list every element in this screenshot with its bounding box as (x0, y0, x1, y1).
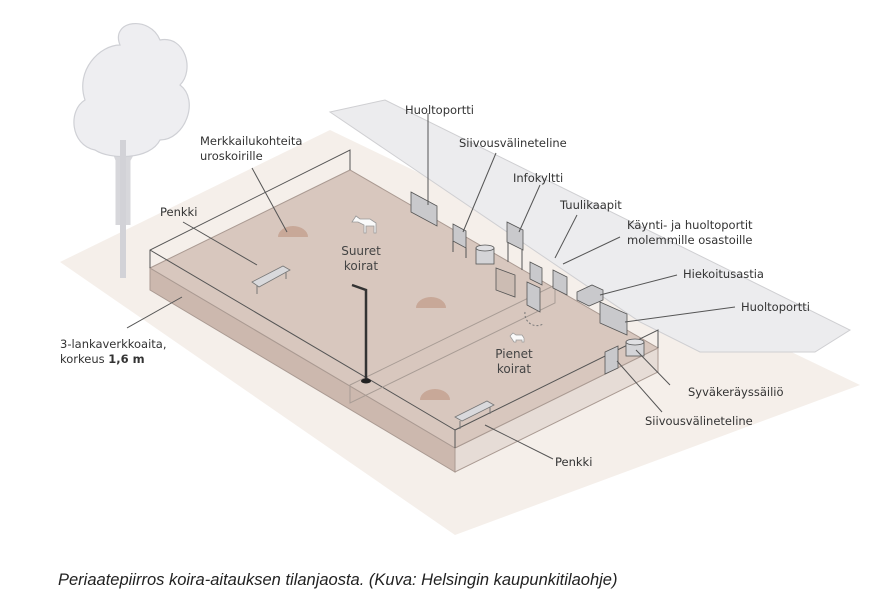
marking-post (416, 297, 446, 308)
label-cleaning-rack-top: Siivousvälineteline (459, 136, 567, 150)
label-cleaning-rack-bottom: Siivousvälineteline (645, 414, 753, 428)
deep-collection-container (625, 338, 645, 357)
zone-large-dogs-2: koirat (344, 259, 378, 273)
large-dog-icon (351, 215, 377, 234)
small-dog-icon (509, 332, 525, 343)
sand-bin (576, 284, 604, 307)
label-marking-1: Merkkailukohteita (200, 134, 302, 148)
label-entry-gates-2: molemmille osastoille (627, 233, 753, 247)
zone-small-dogs-2: koirat (497, 362, 531, 376)
label-bench-top: Penkki (160, 205, 197, 219)
zone-large-dogs-1: Suuret (341, 244, 381, 258)
label-sand-bin: Hiekoitusastia (683, 267, 764, 281)
service-gate-right (599, 301, 628, 336)
marking-post (420, 389, 450, 400)
tree-icon (73, 23, 190, 278)
figure-caption: Periaatepiirros koira-aitauksen tilanjao… (58, 571, 618, 589)
label-airlocks: Tuulikaapit (559, 198, 622, 212)
cleaning-rack-small (604, 345, 619, 375)
label-info-sign: Infokyltti (513, 171, 563, 185)
label-bench-bottom: Penkki (555, 455, 592, 469)
info-sign (506, 221, 524, 270)
cleaning-rack (452, 223, 467, 258)
label-service-gate-top: Huoltoportti (405, 103, 474, 117)
label-deep-container: Syväkeräyssäiliö (688, 385, 784, 399)
bench-icon (251, 265, 291, 294)
label-marking-2: uroskoirille (200, 149, 263, 163)
walkway (328, 99, 852, 353)
divider-fence (349, 284, 556, 404)
airlock-gates (495, 261, 568, 327)
bin-icon (475, 244, 495, 265)
zone-small-dogs-1: Pienet (495, 347, 533, 361)
bench-icon (454, 400, 495, 429)
label-entry-gates-1: Käynti- ja huoltoportit (627, 218, 753, 232)
label-fence-2: korkeus 1,6 m (60, 352, 145, 366)
lamp-post-icon (351, 283, 371, 384)
label-service-gate-right: Huoltoportti (741, 300, 810, 314)
label-fence-1: 3-lankaverkkoaita, (60, 337, 167, 351)
